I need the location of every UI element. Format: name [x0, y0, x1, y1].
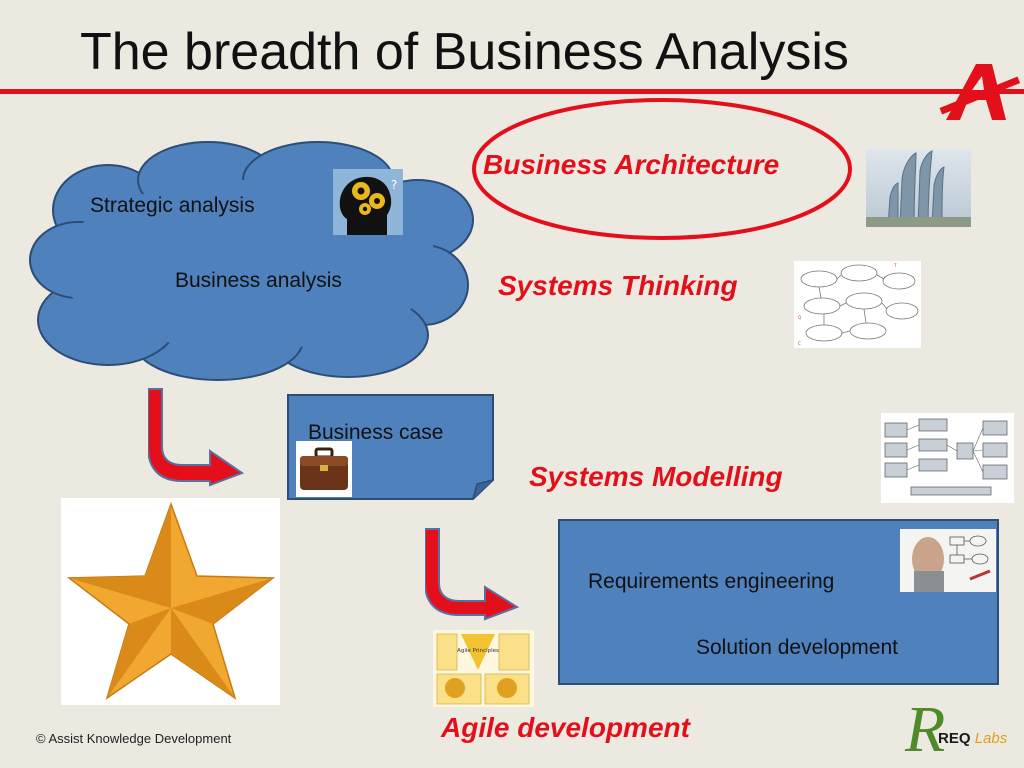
business-analysis-label: Business analysis: [175, 269, 342, 292]
briefcase-icon: [296, 441, 352, 497]
business-architecture-label: Business Architecture: [483, 149, 780, 180]
svg-text:Q: Q: [798, 315, 801, 320]
gear-head-icon: ?: [333, 169, 403, 235]
reqlabs-req-text: REQ: [938, 730, 971, 747]
systems-diagram-thumbnail: Q T C: [794, 261, 921, 348]
network-diagram-thumbnail: [881, 413, 1014, 503]
requirements-whiteboard-photo: [900, 529, 996, 592]
reqlabs-logo-text: REQ Labs: [938, 730, 1007, 747]
solution-development-label: Solution development: [696, 636, 898, 659]
systems-modelling-label: Systems Modelling: [529, 461, 783, 492]
slide-title: The breadth of Business Analysis: [80, 23, 849, 81]
business-architecture-highlight: [472, 98, 852, 240]
curved-arrow-icon: [148, 388, 245, 487]
reqlabs-labs-text: Labs: [974, 730, 1008, 747]
svg-text:?: ?: [391, 178, 397, 192]
requirements-engineering-label: Requirements engineering: [588, 570, 835, 593]
agile-principles-thumbnail: Agile Principles: [433, 630, 534, 707]
skyscraper-photo: [866, 149, 971, 227]
title-underline: [0, 89, 1024, 94]
reqlabs-logo: R: [903, 689, 1015, 766]
business-analysis-cloud: [29, 141, 474, 381]
star-icon: [61, 498, 280, 705]
agile-principles-center-label: Agile Principles: [457, 648, 499, 654]
svg-text:T: T: [893, 263, 897, 268]
business-case-label: Business case: [308, 421, 444, 444]
svg-text:C: C: [798, 341, 801, 346]
systems-thinking-label: Systems Thinking: [498, 270, 738, 301]
copyright-footer: © Assist Knowledge Development: [36, 731, 232, 746]
reqlabs-logo-letter: R: [904, 693, 945, 759]
strategic-analysis-label: Strategic analysis: [90, 194, 255, 217]
agile-development-label: Agile development: [441, 712, 690, 743]
curved-arrow-icon: [425, 528, 520, 621]
assist-logo-icon: [939, 64, 1021, 120]
